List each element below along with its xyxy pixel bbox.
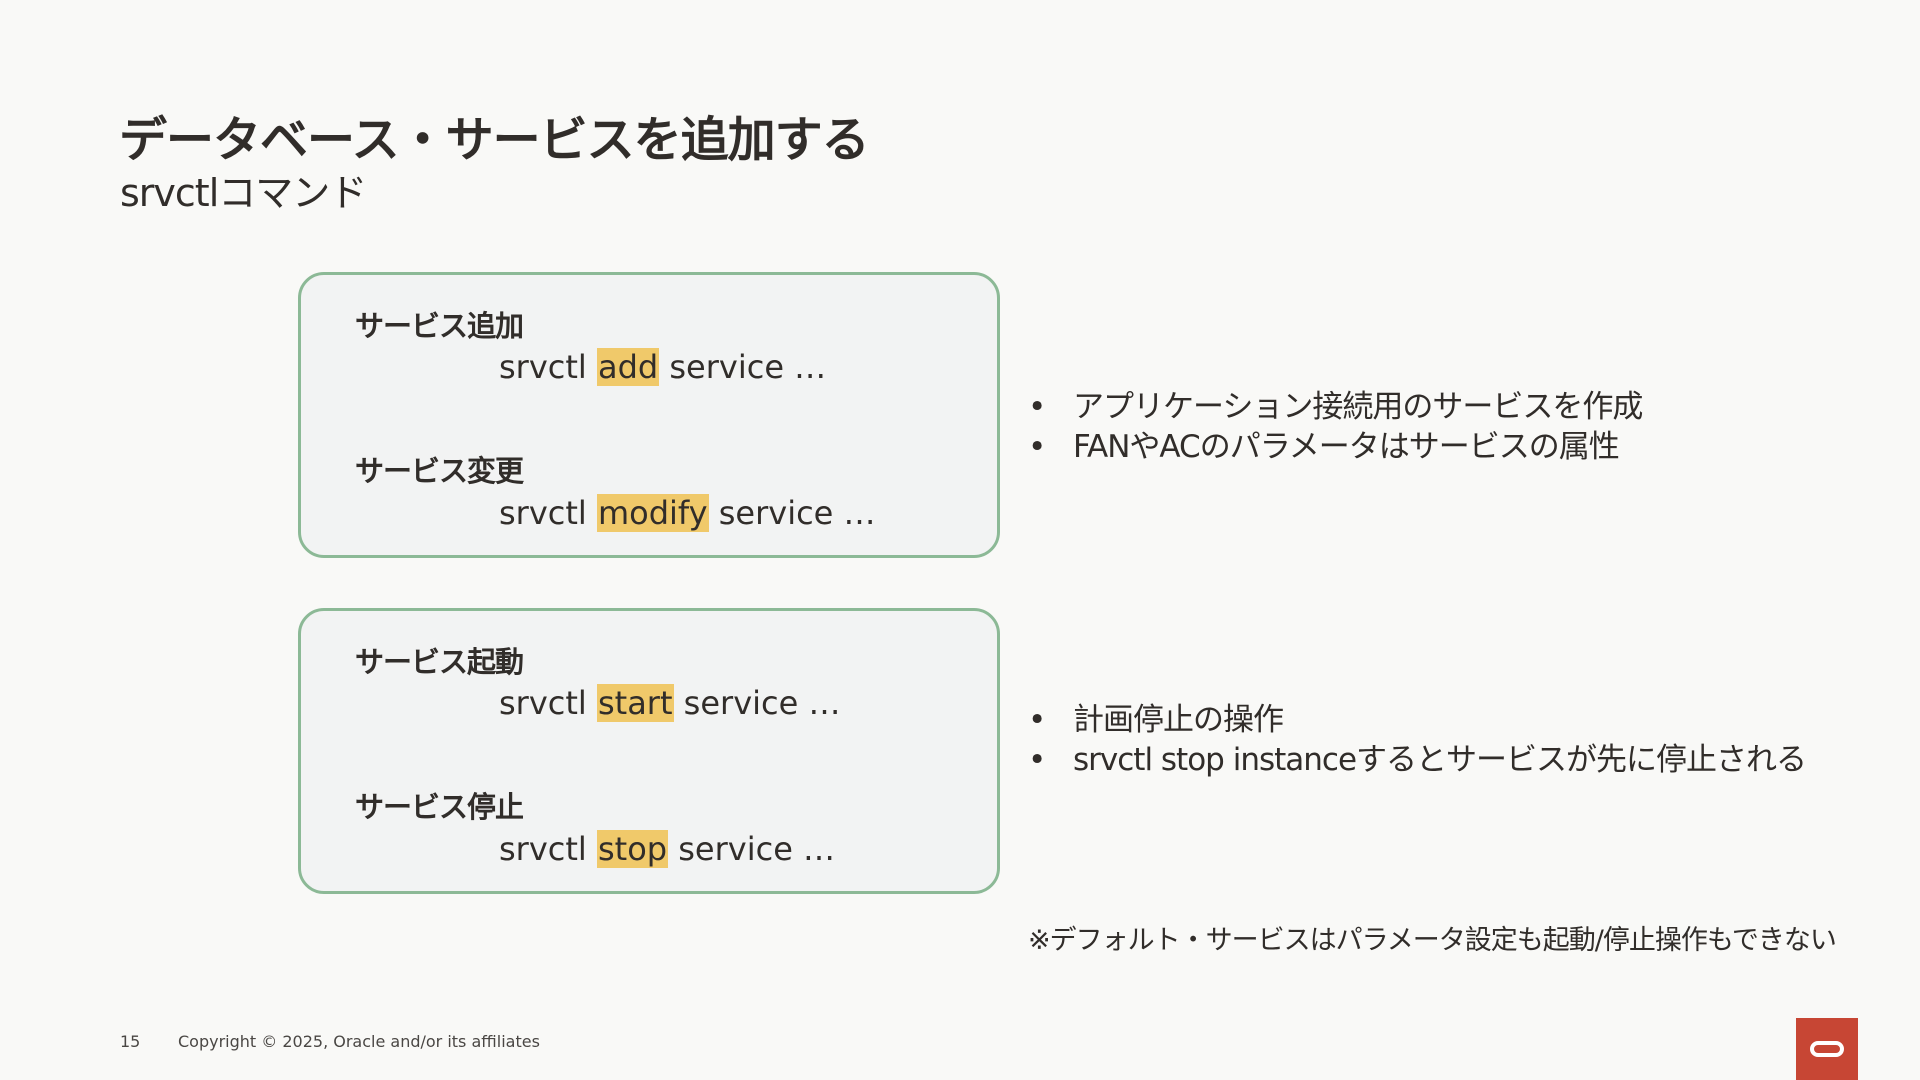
command-prefix: srvctl (499, 494, 597, 532)
page-number: 15 (120, 1032, 141, 1051)
command-keyword-add: add (596, 348, 660, 386)
modify-service-command: srvctl modify service … (499, 492, 876, 534)
command-suffix: service … (673, 684, 841, 722)
add-service-label: サービス追加 (355, 309, 524, 343)
command-box-add-modify: サービス追加 srvctl add service … サービス変更 srvct… (298, 272, 1000, 558)
stop-service-label: サービス停止 (355, 790, 524, 824)
command-prefix: srvctl (499, 684, 597, 722)
footnote: ※デフォルト・サービスはパラメータ設定も起動/停止操作もできない (1028, 925, 1837, 956)
command-suffix: service … (659, 348, 827, 386)
command-keyword-start: start (596, 684, 674, 722)
command-suffix: service … (708, 494, 876, 532)
stop-service-command: srvctl stop service … (499, 828, 835, 870)
bullet-item: FANやACのパラメータはサービスの属性 (1028, 427, 1642, 467)
start-service-command: srvctl start service … (499, 682, 840, 724)
oracle-logo-icon (1796, 1018, 1858, 1080)
bullet-item: srvctl stop instanceするとサービスが先に停止される (1028, 740, 1807, 780)
command-box-start-stop: サービス起動 srvctl start service … サービス停止 srv… (298, 608, 1000, 894)
bullet-item: 計画停止の操作 (1028, 700, 1806, 740)
bullet-list-top: アプリケーション接続用のサービスを作成 FANやACのパラメータはサービスの属性 (1028, 387, 1643, 467)
bullet-item: アプリケーション接続用のサービスを作成 (1028, 387, 1643, 427)
slide-subtitle: srvctlコマンド (120, 171, 367, 215)
logo-ring (1810, 1041, 1844, 1057)
bullet-list-bottom: 計画停止の操作 srvctl stop instanceするとサービスが先に停止… (1028, 700, 1807, 780)
copyright-text: Copyright © 2025, Oracle and/or its affi… (178, 1032, 540, 1051)
command-prefix: srvctl (499, 830, 597, 868)
command-keyword-stop: stop (596, 830, 669, 868)
start-service-label: サービス起動 (355, 645, 524, 679)
modify-service-label: サービス変更 (355, 454, 524, 488)
slide-title: データベース・サービスを追加する (119, 112, 870, 168)
command-prefix: srvctl (499, 348, 597, 386)
command-keyword-modify: modify (596, 494, 709, 532)
add-service-command: srvctl add service … (499, 346, 826, 388)
command-suffix: service … (668, 830, 836, 868)
